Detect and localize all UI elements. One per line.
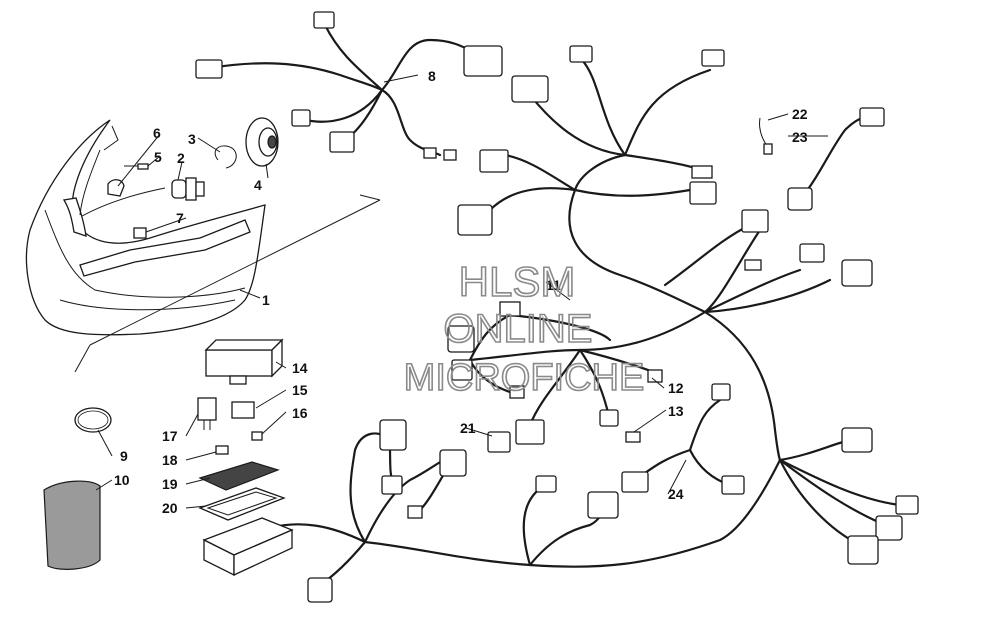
callout-4: 4 xyxy=(254,177,262,193)
watermark-line-1: HLSM xyxy=(459,258,576,305)
callout-19: 19 xyxy=(162,476,178,492)
callout-23: 23 xyxy=(792,129,808,145)
callout-8: 8 xyxy=(428,68,436,84)
callout-11: 11 xyxy=(546,277,561,293)
harness-connectors xyxy=(307,45,919,603)
callout-20: 20 xyxy=(162,500,178,516)
watermark-line-2: ONLINE xyxy=(444,307,593,351)
fuse-relay-parts xyxy=(197,338,294,577)
callout-18: 18 xyxy=(162,452,178,468)
watermark: HLSM ONLINE MICROFICHE xyxy=(403,257,645,400)
callout-7: 7 xyxy=(176,210,184,226)
callout-9: 9 xyxy=(120,448,128,464)
callout-13: 13 xyxy=(668,403,684,419)
callout-3: 3 xyxy=(188,131,196,147)
callout-12: 12 xyxy=(668,380,684,396)
callout-16: 16 xyxy=(292,405,308,421)
callout-6: 6 xyxy=(153,125,161,141)
callout-1: 1 xyxy=(262,292,270,308)
callout-5: 5 xyxy=(154,149,162,165)
headlight-assembly xyxy=(25,119,381,373)
bulb-and-socket-parts xyxy=(107,117,279,239)
callout-22: 22 xyxy=(792,106,808,122)
sleeve-parts xyxy=(43,407,112,570)
callout-labels: 1 2 3 4 5 6 7 8 9 10 11 12 13 14 15 16 1… xyxy=(114,68,808,516)
callout-21: 21 xyxy=(460,420,476,436)
callout-10: 10 xyxy=(114,472,130,488)
leader-lines xyxy=(95,74,828,509)
callout-2: 2 xyxy=(177,150,185,166)
watermark-line-3: MICROFICHE xyxy=(404,357,645,399)
callout-17: 17 xyxy=(162,428,178,444)
callout-24: 24 xyxy=(668,486,684,502)
callout-15: 15 xyxy=(292,382,308,398)
callout-14: 14 xyxy=(292,360,308,376)
top-sub-harness xyxy=(195,11,503,161)
